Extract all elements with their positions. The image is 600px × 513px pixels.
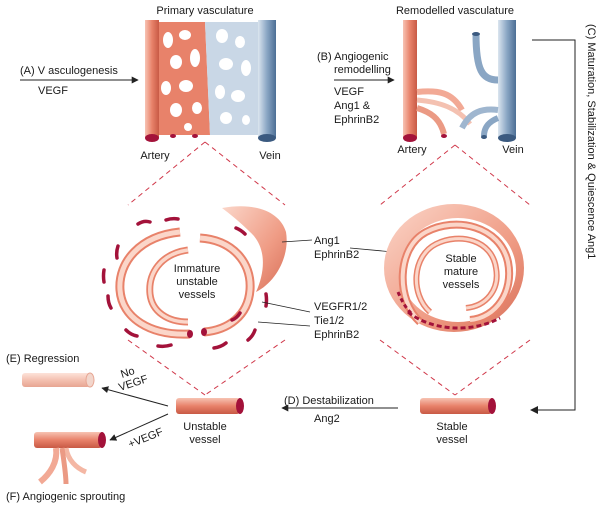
label-destabilization: (D) Destabilization bbox=[284, 395, 374, 407]
remodelled-vasculature-illustration bbox=[403, 20, 516, 142]
unstable-vessel-illustration bbox=[176, 398, 244, 414]
factor-tie: Tie1/2 bbox=[314, 315, 344, 327]
label-angiogenic-sprouting: (F) Angiogenic sprouting bbox=[6, 491, 125, 503]
factor-vegf-a: VEGF bbox=[38, 85, 68, 97]
factor-ang1: Ang1 bbox=[314, 235, 340, 247]
stable-vessel-illustration bbox=[420, 398, 496, 414]
label-vasculogenesis: (A) V asculogenesis bbox=[20, 65, 118, 77]
factor-ang2: Ang2 bbox=[314, 413, 340, 425]
factor-vegfr: VEGFR1/2 bbox=[314, 301, 367, 313]
label-maturation-stabilization: (C) Maturation, Stabilization & Quiescen… bbox=[585, 24, 597, 259]
title-primary-vasculature: Primary vasculature bbox=[156, 5, 253, 17]
label-unstable-vessel-2: vessel bbox=[189, 434, 220, 446]
label-stable-1: Stable bbox=[445, 253, 476, 265]
factor-b-ang1: Ang1 & bbox=[334, 100, 371, 112]
label-immature-3: vessels bbox=[179, 289, 216, 301]
regressing-vessel-illustration bbox=[22, 372, 95, 388]
sprouting-vessel-illustration bbox=[34, 432, 106, 485]
label-stable-2: mature bbox=[444, 266, 478, 278]
arrow-regression bbox=[101, 386, 169, 407]
factor-ephrinb2-b: EphrinB2 bbox=[314, 329, 359, 341]
primary-vasculature-illustration bbox=[145, 20, 276, 142]
label-angiogenic: (B) Angiogenic bbox=[317, 51, 389, 63]
label-stable-3: vessels bbox=[443, 279, 480, 291]
arrow-sprouting bbox=[109, 413, 169, 441]
label-immature-1: Immature bbox=[174, 263, 220, 275]
arrow-maturation bbox=[532, 39, 576, 411]
label-artery-left: Artery bbox=[140, 150, 170, 162]
label-regression: (E) Regression bbox=[6, 353, 79, 365]
label-immature-2: unstable bbox=[176, 276, 218, 288]
label-vein-left: Vein bbox=[259, 150, 280, 162]
factor-b-ephrinb2: EphrinB2 bbox=[334, 114, 379, 126]
label-artery-right: Artery bbox=[397, 144, 427, 156]
label-stable-vessel-1: Stable bbox=[436, 421, 467, 433]
stable-mature-vessels-illustration bbox=[384, 204, 524, 332]
factor-ephrinb2-a: EphrinB2 bbox=[314, 249, 359, 261]
label-stable-vessel-2: vessel bbox=[436, 434, 467, 446]
label-no: No bbox=[119, 365, 136, 381]
title-remodelled-vasculature: Remodelled vasculature bbox=[396, 5, 514, 17]
zoom-dashed-lines bbox=[127, 141, 531, 396]
label-remodelling: remodelling bbox=[334, 64, 391, 76]
label-unstable-vessel-1: Unstable bbox=[183, 421, 226, 433]
immature-vessels-illustration bbox=[101, 206, 287, 350]
factor-b-vegf: VEGF bbox=[334, 86, 364, 98]
label-vein-right: Vein bbox=[502, 144, 523, 156]
